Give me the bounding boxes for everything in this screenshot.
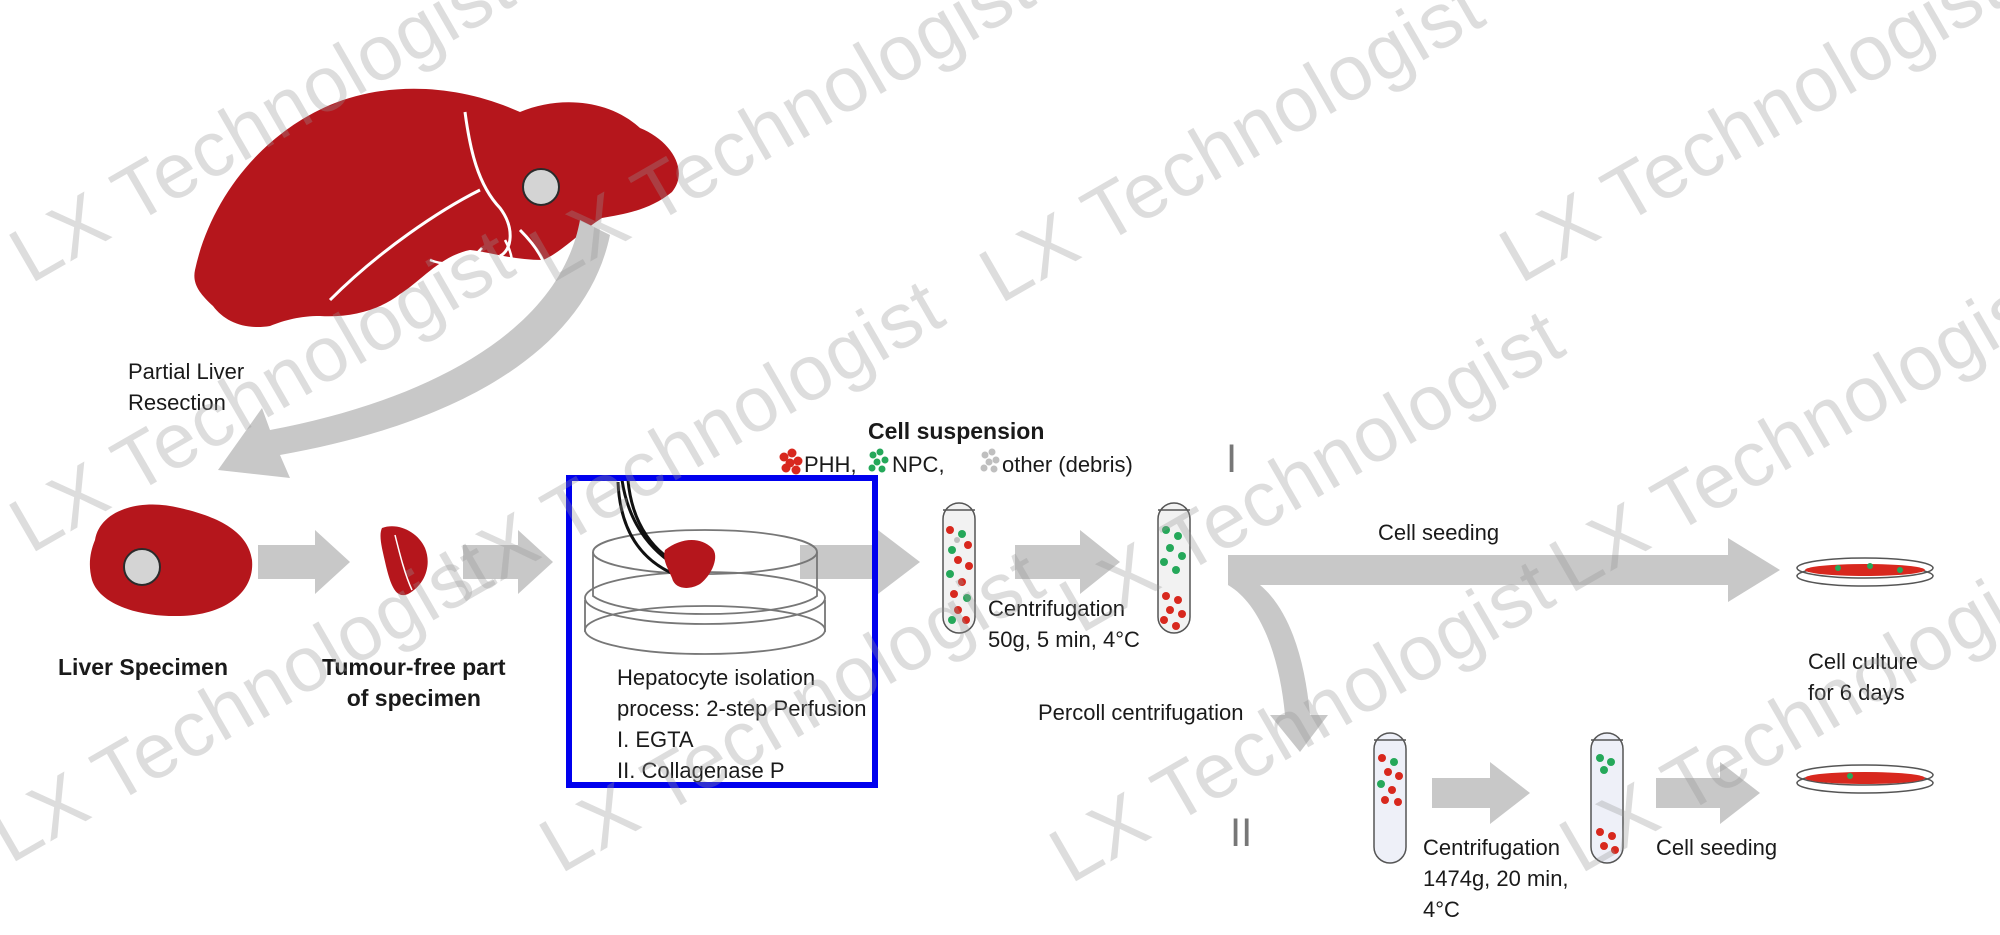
whole-liver-graphic bbox=[194, 89, 678, 327]
tube-after-percoll bbox=[1591, 733, 1623, 863]
centrifugation-1-label: Centrifugation 50g, 5 min, 4°C bbox=[988, 593, 1140, 655]
liver-specimen-graphic bbox=[90, 505, 252, 617]
legend-npc-icon bbox=[869, 449, 889, 473]
cell-seeding-bottom-label: Cell seeding bbox=[1656, 832, 1777, 863]
liver-specimen-shape bbox=[90, 505, 252, 617]
flow-arrow bbox=[463, 530, 553, 594]
tumour-circle bbox=[124, 549, 160, 585]
legend-npc-label: NPC, bbox=[892, 449, 945, 480]
culture-dish-bottom bbox=[1797, 765, 1933, 793]
cell-seeding-top-label: Cell seeding bbox=[1378, 517, 1499, 548]
centrifugation-2-label: Centrifugation 1474g, 20 min, 4°C bbox=[1423, 832, 1569, 925]
partial-resection-label: Partial Liver Resection bbox=[128, 356, 244, 418]
cell-suspension-title: Cell suspension bbox=[868, 416, 1044, 447]
legend-debris-icon bbox=[981, 449, 1000, 473]
highlight-box bbox=[566, 475, 878, 788]
culture-dish-top bbox=[1797, 558, 1933, 586]
liver-specimen-label: Liver Specimen bbox=[58, 652, 228, 683]
cell-culture-label: Cell culture for 6 days bbox=[1808, 646, 1918, 708]
legend-other-label: other (debris) bbox=[1002, 449, 1133, 480]
tumour-circle bbox=[523, 169, 559, 205]
tumour-free-tissue bbox=[381, 526, 428, 595]
tube-cell-suspension bbox=[943, 503, 975, 633]
tumour-free-label: Tumour-free part of specimen bbox=[322, 652, 506, 714]
legend-phh-icon bbox=[780, 449, 803, 475]
roman-one-label: I bbox=[1226, 444, 1237, 475]
flow-arrow bbox=[258, 530, 350, 594]
liver-shape bbox=[194, 89, 678, 327]
tube-percoll bbox=[1374, 733, 1406, 863]
flow-arrow bbox=[1015, 530, 1120, 594]
flow-arrow bbox=[1656, 762, 1760, 824]
flow-arrow bbox=[1432, 762, 1530, 824]
percoll-label: Percoll centrifugation bbox=[1038, 697, 1243, 728]
seeding-percoll-arrow bbox=[1228, 538, 1780, 752]
roman-two-label: II bbox=[1230, 818, 1252, 849]
tube-after-centrifugation bbox=[1158, 503, 1190, 633]
